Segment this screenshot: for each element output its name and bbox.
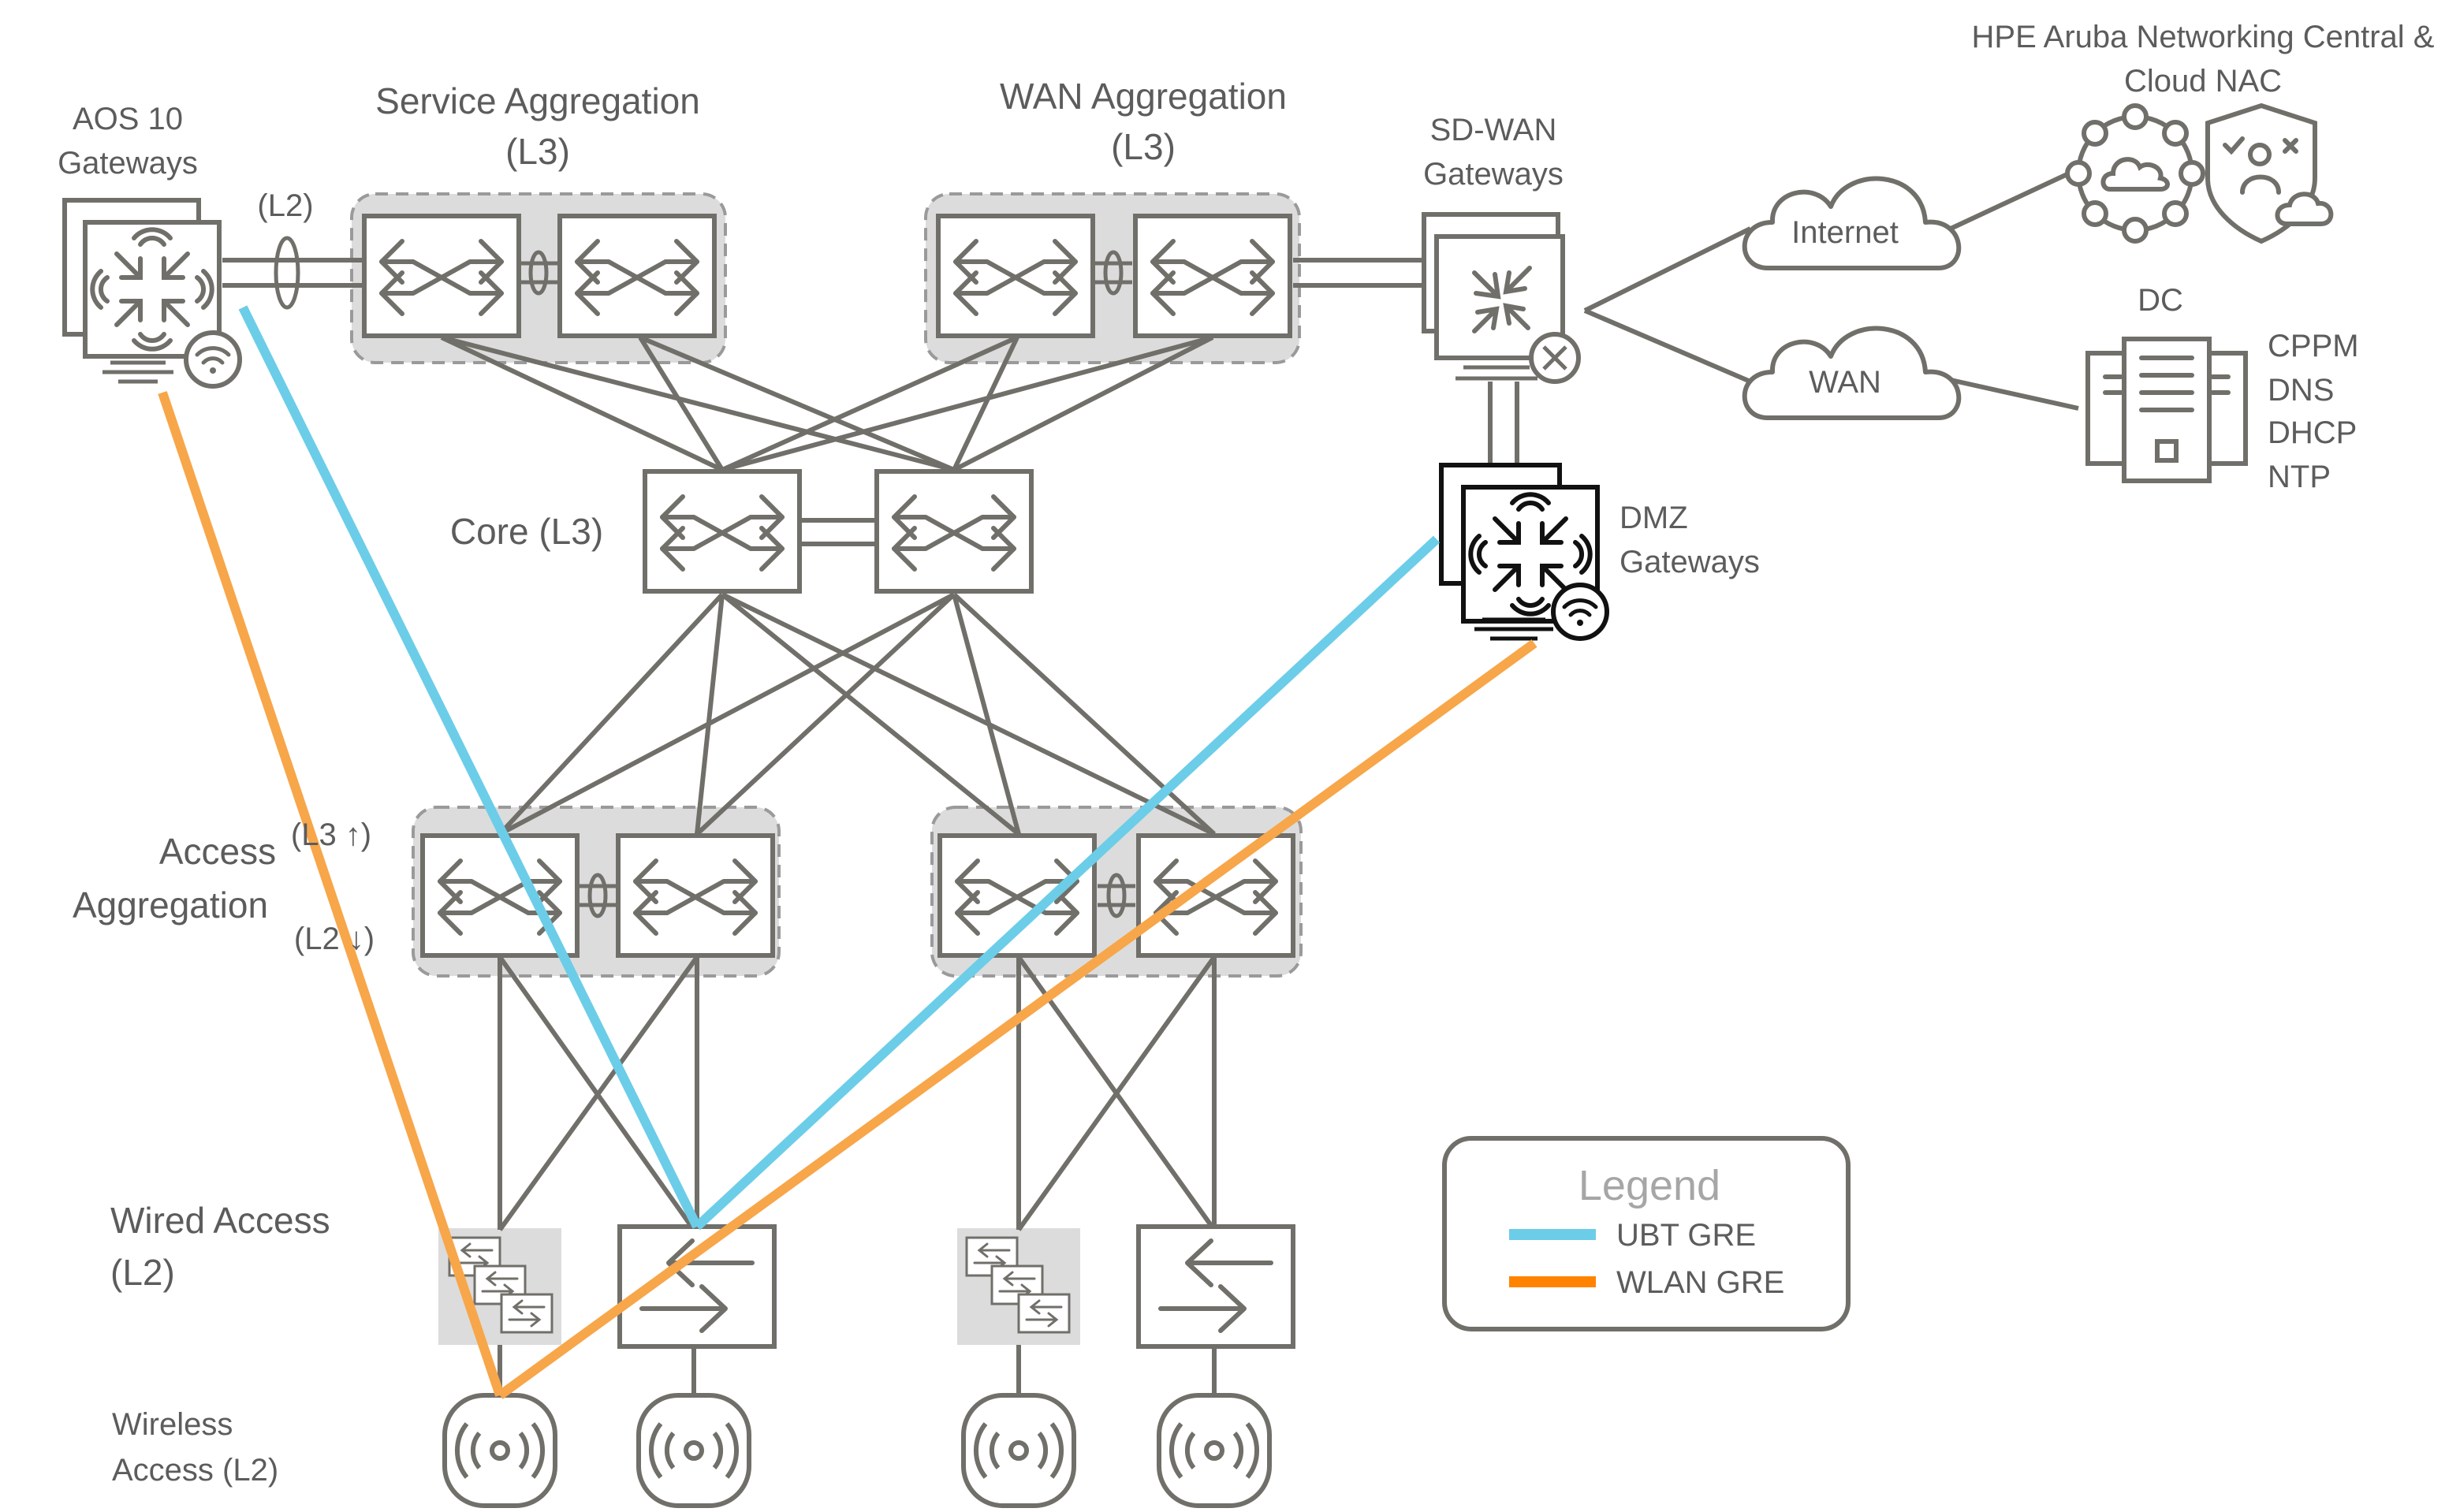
wired-access-label-1: Wired Access <box>110 1200 330 1241</box>
service-agg-switch-1 <box>364 216 519 336</box>
aos10-label-2: Gateways <box>58 146 198 181</box>
l2-down-label: (L2 ↓) <box>294 922 375 956</box>
wan-agg-label-2: (L3) <box>1111 126 1176 167</box>
dmz-label-2: Gateways <box>1620 545 1760 579</box>
aos10-gateways <box>62 198 240 386</box>
wlan-tunnel-aos <box>158 391 505 1397</box>
service-agg-switch-2 <box>560 216 714 336</box>
access-agg-switch-2 <box>618 836 773 955</box>
dmz-label-1: DMZ <box>1620 501 1688 535</box>
wan-agg-switch-1 <box>938 216 1093 336</box>
access-agg-switch-3 <box>940 836 1094 955</box>
service-agg-label-2: (L3) <box>505 131 570 172</box>
legend-label-wlan: WLAN GRE <box>1616 1265 1784 1300</box>
legend-label-ubt: UBT GRE <box>1616 1218 1756 1253</box>
labels: AOS 10 Gateways (L2) Service Aggregation… <box>58 20 2435 1488</box>
access-agg-label-1: Access <box>159 831 276 872</box>
wan-label: WAN <box>1809 365 1881 400</box>
service-agg-label-1: Service Aggregation <box>375 80 700 121</box>
central-label-2: Cloud NAC <box>2124 64 2282 99</box>
wlan-tunnel-dmz <box>497 639 1538 1399</box>
central-label-1: HPE Aruba Networking Central & <box>1972 20 2435 54</box>
wan-agg-switch-2 <box>1135 216 1290 336</box>
l3-up-label: (L3 ↑) <box>291 817 371 852</box>
core-switch-2 <box>877 471 1031 591</box>
central-icon <box>2065 103 2205 244</box>
wired-access-label-2: (L2) <box>110 1252 175 1293</box>
dc-service-cppm: CPPM <box>2268 329 2359 363</box>
cloud-nac-icon <box>2205 102 2334 244</box>
dc-label: DC <box>2138 283 2183 318</box>
tunnel-lines <box>158 305 1538 1399</box>
sdwan-gateway <box>1422 212 1581 384</box>
lag-markers <box>274 236 1135 918</box>
core-switch-1 <box>645 471 800 591</box>
aos10-label-1: AOS 10 <box>73 102 183 136</box>
access-point-1 <box>445 1395 555 1506</box>
ubt-tunnel-aos <box>238 305 702 1229</box>
wired-access-switch-2 <box>1139 1227 1293 1346</box>
topology-links <box>222 171 2079 1398</box>
wireless-access-label-2: Access (L2) <box>112 1453 278 1488</box>
legend: Legend UBT GRE WLAN GRE <box>1442 1136 1851 1331</box>
sdwan-label-2: Gateways <box>1423 157 1564 192</box>
dc-service-ntp: NTP <box>2268 460 2331 494</box>
dc-service-dhcp: DHCP <box>2268 415 2357 450</box>
access-point-2 <box>639 1395 749 1506</box>
l2-link-label: (L2) <box>257 188 313 223</box>
access-point-4 <box>1159 1395 1269 1506</box>
access-agg-switch-4 <box>1139 836 1293 955</box>
dc-service-dns: DNS <box>2268 373 2334 408</box>
dc-server-icon <box>2085 337 2248 483</box>
dmz-gateways <box>1439 463 1607 639</box>
wan-agg-label-1: WAN Aggregation <box>1000 76 1287 117</box>
internet-label: Internet <box>1791 215 1899 250</box>
wireless-access-label-1: Wireless <box>112 1407 233 1442</box>
legend-title: Legend <box>1578 1162 1720 1209</box>
core-label: Core (L3) <box>450 511 603 552</box>
sdwan-label-1: SD-WAN <box>1430 113 1557 147</box>
access-point-3 <box>964 1395 1074 1506</box>
ubt-tunnel-dmz <box>693 535 1441 1231</box>
access-agg-label-2: Aggregation <box>73 884 268 925</box>
